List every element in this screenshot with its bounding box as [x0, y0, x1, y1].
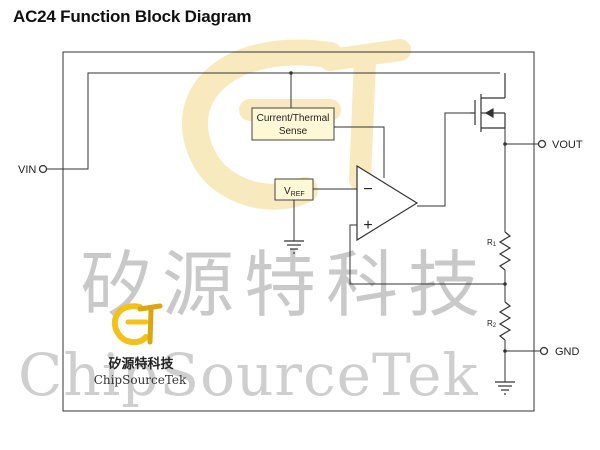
gate-drive-wire — [417, 112, 470, 207]
opamp-plus-symbol: + — [363, 217, 372, 234]
pmos-pass-transistor-icon — [470, 73, 506, 132]
logo-text-cn: 矽源特科技 — [108, 356, 174, 371]
ground-icon — [284, 240, 304, 254]
ground-icon — [495, 381, 515, 395]
chipsourcetek-logo-icon — [111, 303, 163, 346]
gnd-pin — [539, 346, 549, 356]
page-title: AC24 Function Block Diagram — [13, 7, 252, 26]
watermark-big-en: ChipSourceTek — [18, 341, 479, 409]
vin-label: VIN — [18, 164, 36, 176]
resistor-r1-icon — [498, 231, 512, 271]
vout-label: VOUT — [552, 139, 583, 151]
vout-pin — [537, 139, 547, 149]
vin-pin — [38, 164, 48, 174]
sense-output-wire — [334, 126, 385, 178]
vin-wire — [47, 72, 500, 170]
divider-junction — [503, 282, 507, 286]
sense-label-line1: Current/Thermal — [257, 113, 330, 124]
logo-text-en: ChipSourceTek — [94, 373, 187, 387]
watermark-big-cn: 矽源特科技 — [80, 243, 490, 327]
resistor-r2-icon — [498, 301, 512, 341]
opamp-minus-symbol: − — [363, 181, 372, 198]
sense-label-line2: Sense — [279, 126, 308, 137]
r2-label: R2 — [487, 319, 497, 329]
r1-label: R1 — [487, 238, 497, 248]
vref-label: VREF — [284, 186, 305, 198]
error-amplifier-opamp — [356, 164, 419, 242]
current-thermal-sense-block — [251, 107, 335, 141]
gnd-label: GND — [555, 346, 580, 358]
ic-outline — [62, 51, 535, 412]
feedback-wire — [349, 224, 505, 285]
